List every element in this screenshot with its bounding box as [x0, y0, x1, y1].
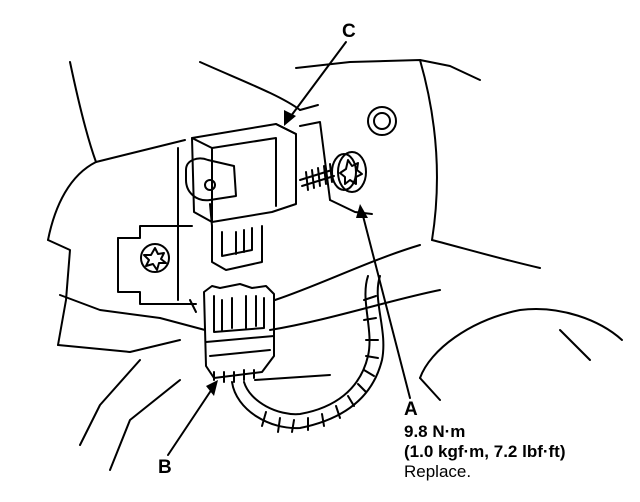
- leader-line-a: [361, 211, 411, 399]
- engine-block-outline: [47, 59, 623, 471]
- sensor-bracket: [117, 147, 197, 313]
- wire-harness: [231, 275, 385, 433]
- sensor-body: [185, 123, 297, 227]
- leader-line-c: [287, 41, 347, 121]
- sensor-connector: [211, 225, 263, 271]
- bolt-a: [299, 151, 367, 193]
- mounting-boss: [367, 106, 397, 136]
- callout-c: C: [342, 21, 356, 42]
- arrowhead-c: [284, 110, 296, 126]
- arrowhead-a: [356, 204, 368, 218]
- leader-lines: [167, 41, 411, 456]
- harness-connector: [203, 283, 275, 383]
- leader-line-b: [167, 385, 215, 456]
- torque-value: 9.8 N·m: [404, 422, 466, 441]
- star-bolt-left: [140, 243, 170, 273]
- torque-alt-units: (1.0 kgf·m, 7.2 lbf·ft): [404, 442, 566, 461]
- callout-b: B: [158, 457, 172, 478]
- callout-a: A: [404, 399, 418, 420]
- replace-note: Replace.: [404, 462, 472, 481]
- arrowhead-b: [206, 380, 218, 396]
- torque-spec: 9.8 N·m (1.0 kgf·m, 7.2 lbf·ft) Replace.: [404, 422, 566, 482]
